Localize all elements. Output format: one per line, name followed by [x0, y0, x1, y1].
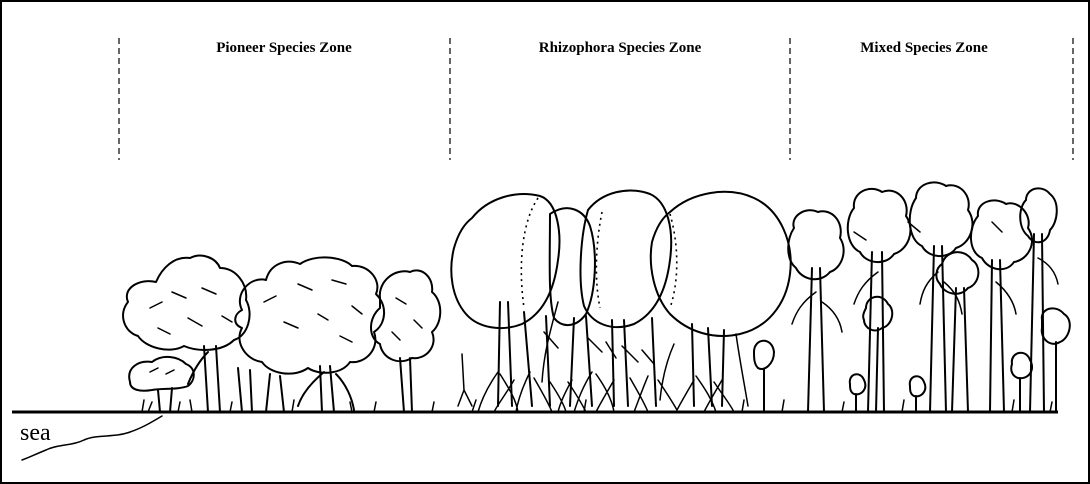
mixed-shrub-2 — [910, 376, 925, 396]
canopy-overlap-line — [596, 212, 602, 308]
pioneer-shoots — [238, 368, 284, 412]
mixed-branches — [792, 222, 1058, 332]
canopy-texture — [150, 288, 232, 334]
rhizophora-prop-roots — [458, 302, 748, 412]
zone-label-pioneer: Pioneer Species Zone — [216, 40, 352, 56]
pioneer-tree-3-canopy — [371, 270, 440, 361]
canopy-texture — [264, 280, 362, 342]
mixed-shrub-1 — [850, 374, 865, 394]
mixed-zone-vegetation — [754, 182, 1070, 412]
mixed-shrub-3 — [1011, 353, 1032, 379]
rhizophora-canopy-4 — [651, 192, 791, 336]
root-arch-texture — [544, 332, 654, 364]
zone-label-mixed: Mixed Species Zone — [860, 40, 988, 56]
mixed-canopy-8 — [1042, 308, 1070, 343]
pioneer-shrub-small — [129, 357, 194, 391]
rhizophora-zone-vegetation — [451, 191, 790, 412]
shrub-stems — [856, 378, 1020, 412]
mixed-canopy-7 — [863, 297, 892, 331]
sea-label: sea — [20, 420, 51, 446]
pioneer-tree-3-trunk — [400, 358, 412, 412]
shrub-texture — [150, 368, 174, 374]
mixed-sapling-1 — [754, 341, 774, 369]
mixed-canopy-5 — [1020, 188, 1057, 242]
mixed-canopy-4 — [971, 200, 1032, 269]
shrub-stem — [158, 388, 172, 412]
canopy-texture — [392, 298, 422, 340]
rhizophora-canopy-1 — [451, 194, 559, 328]
mixed-canopy-3 — [910, 182, 973, 256]
mixed-canopy-1 — [788, 210, 843, 279]
zone-label-rhizophora: Rhizophora Species Zone — [539, 40, 702, 56]
pioneer-zone-vegetation — [123, 256, 440, 412]
mixed-canopy-2 — [848, 189, 911, 262]
zone-dividers — [119, 38, 1073, 160]
canopy-overlap-line — [521, 198, 538, 308]
pioneer-tree-2-canopy — [235, 257, 384, 373]
pioneer-tree-1-canopy — [123, 256, 250, 350]
